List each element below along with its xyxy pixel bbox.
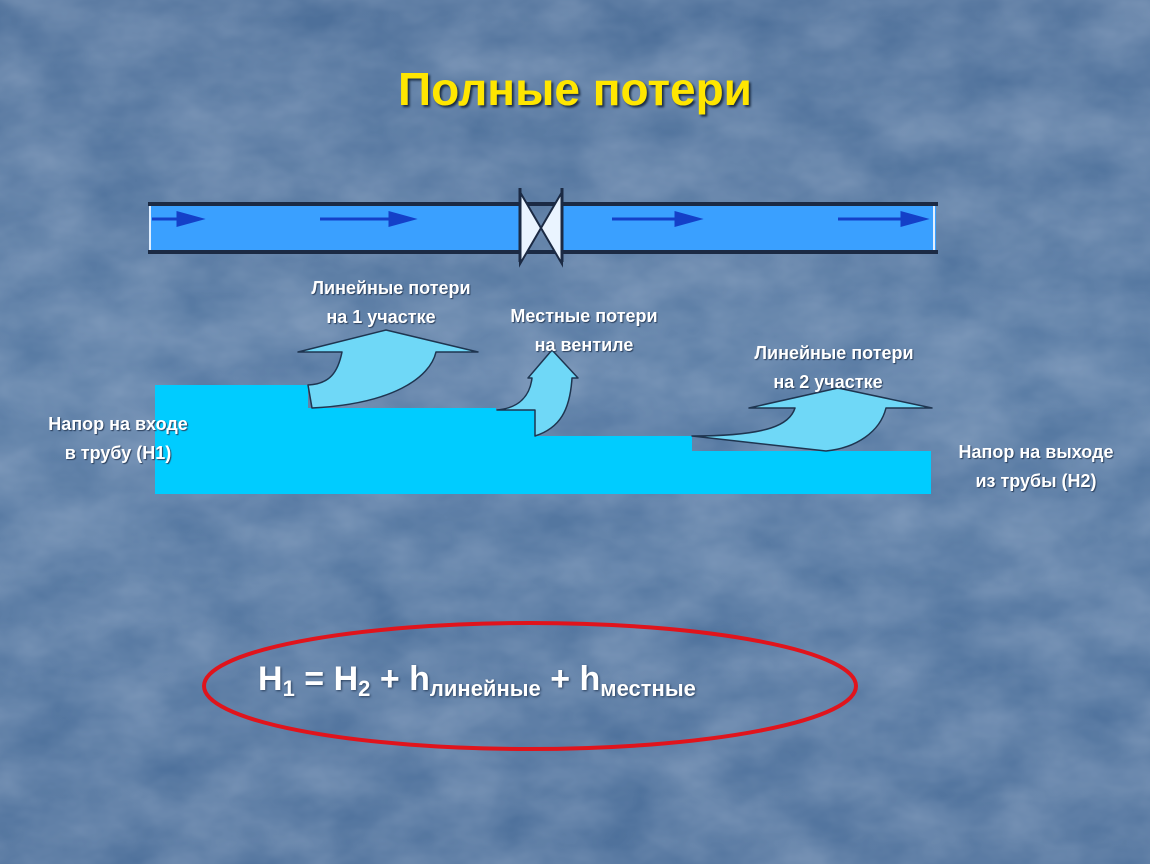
local-loss-valve-line2: на вентиле — [534, 335, 634, 355]
formula-h2: H — [333, 660, 359, 698]
formula-h-local-subscript: местные — [600, 676, 696, 701]
formula-h2-subscript: 2 — [358, 676, 371, 701]
pipe — [148, 188, 938, 268]
inlet-head-line1: Напор на входе — [48, 414, 188, 434]
linear-loss-1-label: Линейные потери на 1 участке — [286, 274, 496, 332]
linear-loss-1-line2: на 1 участке — [326, 307, 436, 327]
formula-highlight-ellipse — [202, 621, 858, 751]
arrow-right-icon — [320, 211, 418, 227]
formula-plus-1: + — [370, 660, 410, 698]
slide-title: Полные потери — [398, 63, 752, 115]
arrow-right-icon — [152, 211, 206, 227]
formula-h1-subscript: 1 — [282, 676, 295, 701]
linear-loss-2-arrow — [691, 387, 933, 452]
formula-equals: = — [294, 660, 334, 698]
formula-h-linear-subscript: линейные — [429, 676, 541, 701]
head-profile — [155, 385, 931, 494]
pipe-section-2 — [562, 205, 936, 251]
outlet-head-line1: Напор на выходе — [958, 442, 1114, 462]
linear-loss-1-arrow — [297, 329, 479, 409]
local-loss-valve-line1: Местные потери — [510, 306, 658, 326]
formula-plus-2: + — [540, 660, 580, 698]
valve-icon — [518, 188, 564, 268]
formula-h-local: h — [579, 660, 601, 698]
arrow-right-icon — [612, 211, 704, 227]
linear-loss-2-label: Линейные потери на 2 участке — [728, 339, 940, 397]
linear-loss-2-line2: на 2 участке — [773, 372, 883, 392]
formula-h-linear: h — [409, 660, 430, 698]
inlet-head-label: Напор на входе в трубу (Н1) — [18, 410, 218, 468]
local-loss-valve-arrow — [496, 349, 579, 437]
head-loss-formula: H1 = H2 + hлинейные + hместные — [258, 660, 858, 702]
pipe-section-1 — [150, 205, 520, 251]
linear-loss-1-line1: Линейные потери — [311, 278, 471, 298]
formula-h1: H — [258, 660, 283, 698]
local-loss-valve-label: Местные потери на вентиле — [486, 302, 682, 360]
arrow-right-icon — [838, 211, 930, 227]
linear-loss-2-line1: Линейные потери — [754, 343, 914, 363]
inlet-head-line2: в трубу (Н1) — [64, 443, 172, 463]
outlet-head-label: Напор на выходе из трубы (Н2) — [932, 438, 1140, 496]
outlet-head-line2: из трубы (Н2) — [975, 471, 1097, 491]
